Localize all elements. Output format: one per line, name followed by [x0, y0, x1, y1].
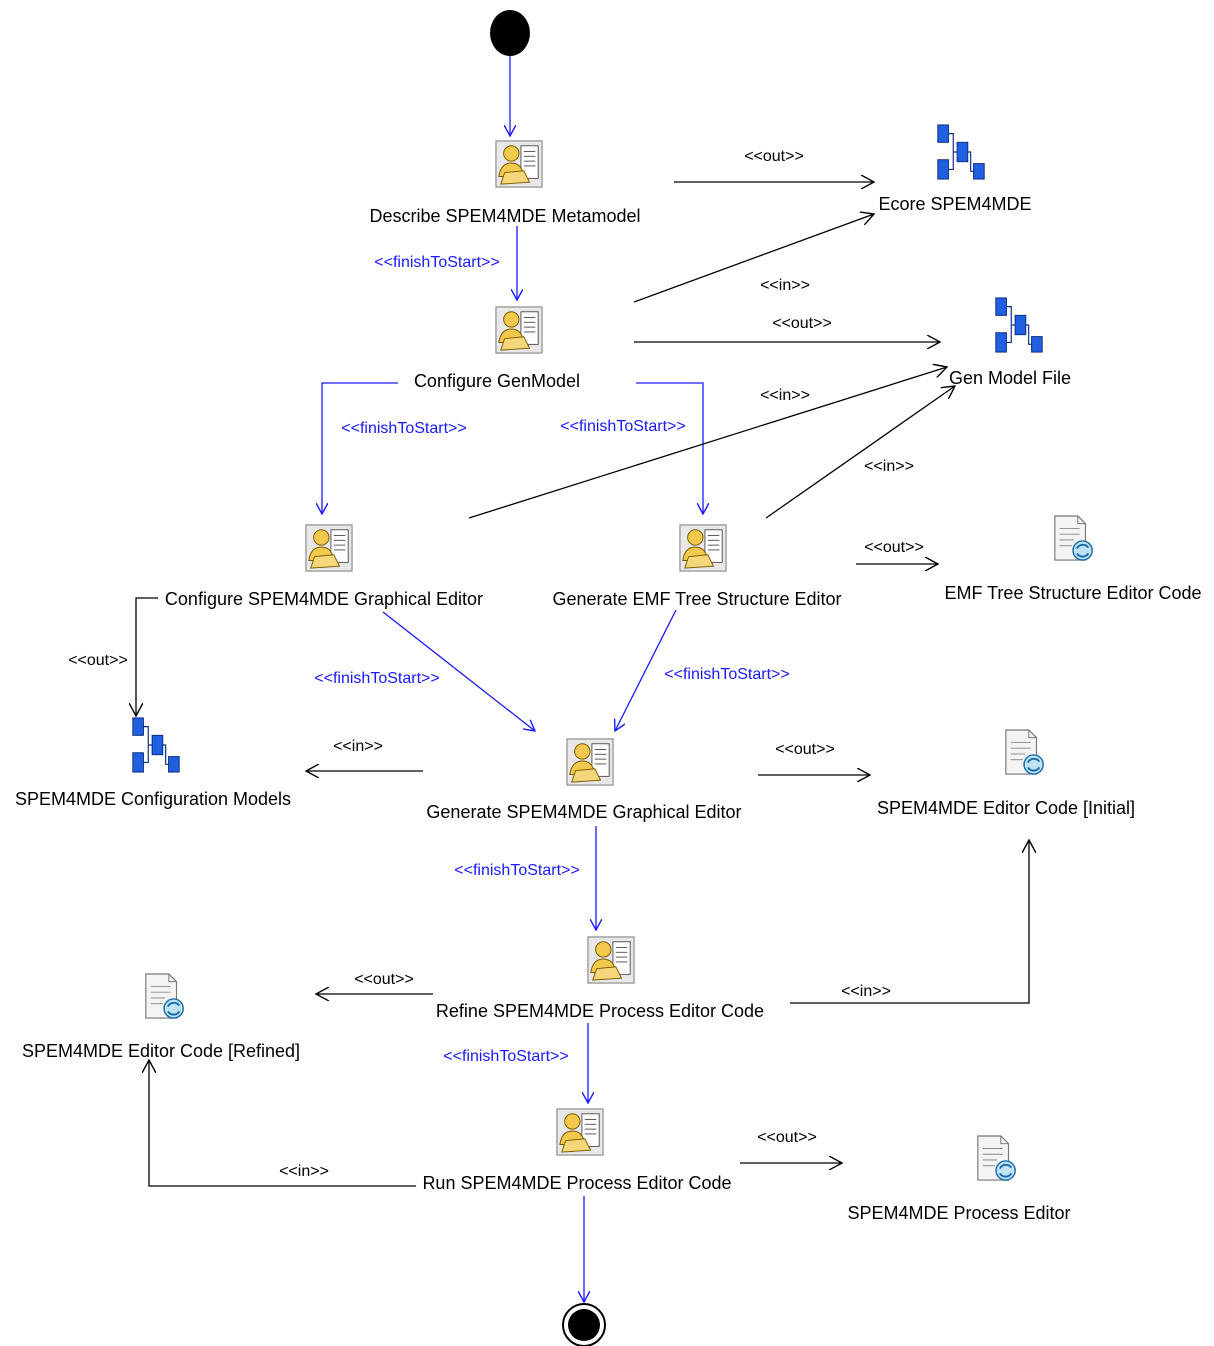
task-icon [679, 524, 727, 572]
label-in: <<in>> [760, 387, 810, 404]
flow-emf-generate [615, 609, 677, 731]
artifact-emf-tree-code: EMF Tree Structure Editor Code [944, 583, 1201, 603]
artifact-config-models: SPEM4MDE Configuration Models [15, 789, 291, 809]
label-out: <<out>> [744, 148, 804, 165]
label-finish-to-start: <<finishToStart>> [560, 418, 685, 435]
label-finish-to-start: <<finishToStart>> [374, 254, 499, 271]
label-out: <<out>> [354, 971, 414, 988]
activity-configure-graphical: Configure SPEM4MDE Graphical Editor [165, 589, 483, 609]
label-in: <<in>> [864, 458, 914, 475]
flow-configure-graphical [322, 382, 398, 514]
start-node [490, 10, 530, 56]
data-flows [136, 182, 1029, 1187]
task-icon [305, 524, 353, 572]
label-finish-to-start: <<finishToStart>> [443, 1048, 568, 1065]
label-out: <<out>> [68, 652, 128, 669]
in-initial-refine [790, 840, 1029, 1004]
activity-run: Run SPEM4MDE Process Editor Code [422, 1173, 731, 1193]
end-node [562, 1303, 606, 1346]
task-icon [566, 738, 614, 786]
control-flows [322, 56, 703, 1302]
label-finish-to-start: <<finishToStart>> [314, 670, 439, 687]
label-finish-to-start: <<finishToStart>> [454, 862, 579, 879]
artifact-process-editor: SPEM4MDE Process Editor [847, 1203, 1070, 1223]
flow-graphical-generate [382, 611, 535, 731]
code-icon [1053, 515, 1094, 562]
code-icon [1004, 729, 1045, 776]
in-refined-run [149, 1060, 416, 1187]
model-icon [937, 124, 985, 180]
label-in: <<in>> [333, 738, 383, 755]
code-icon [144, 973, 185, 1020]
artifact-ecore: Ecore SPEM4MDE [878, 194, 1031, 214]
label-out: <<out>> [757, 1129, 817, 1146]
activity-refine: Refine SPEM4MDE Process Editor Code [436, 1001, 764, 1021]
label-finish-to-start: <<finishToStart>> [341, 420, 466, 437]
activity-describe: Describe SPEM4MDE Metamodel [369, 206, 640, 226]
label-out: <<out>> [864, 539, 924, 556]
code-icon [976, 1135, 1017, 1182]
in-genmodel-emf [765, 386, 955, 519]
label-in: <<in>> [841, 983, 891, 1000]
activity-generate-emf: Generate EMF Tree Structure Editor [552, 589, 841, 609]
activity-generate-graphical: Generate SPEM4MDE Graphical Editor [426, 802, 741, 822]
activity-configure-genmodel: Configure GenModel [414, 371, 580, 391]
model-icon [132, 717, 180, 773]
model-icon [995, 297, 1043, 353]
flow-configure-emf [636, 382, 703, 514]
label-in: <<in>> [760, 277, 810, 294]
artifact-genmodel-file: Gen Model File [949, 368, 1071, 388]
task-icon [495, 140, 543, 188]
task-icon [556, 1108, 604, 1156]
task-icon [587, 936, 635, 984]
label-finish-to-start: <<finishToStart>> [664, 666, 789, 683]
label-out: <<out>> [775, 741, 835, 758]
artifact-editor-code-initial: SPEM4MDE Editor Code [Initial] [877, 798, 1135, 818]
label-out: <<out>> [772, 315, 832, 332]
out-graphical-configmodels [136, 597, 158, 716]
task-icon [495, 306, 543, 354]
in-genmodel-graphical [468, 367, 947, 519]
artifact-editor-code-refined: SPEM4MDE Editor Code [Refined] [22, 1041, 300, 1061]
in-ecore-configure [633, 214, 874, 303]
label-in: <<in>> [279, 1163, 329, 1180]
